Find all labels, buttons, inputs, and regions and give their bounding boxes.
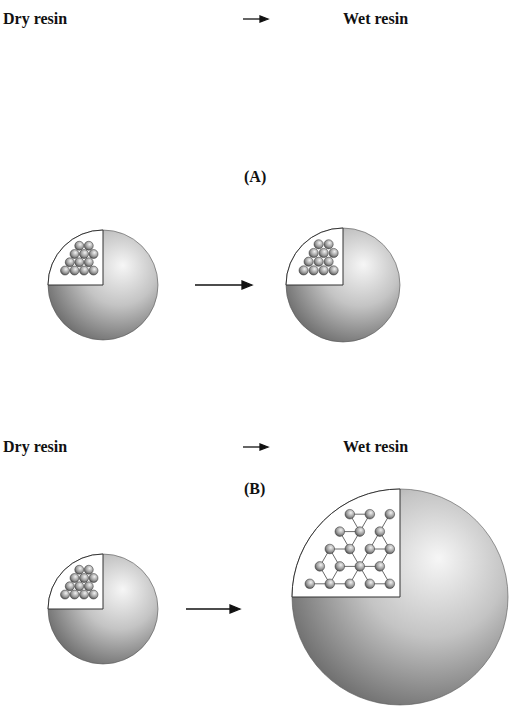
resin-bead xyxy=(292,489,508,705)
caption-label: Wet resin xyxy=(343,438,408,456)
reaction-arrow xyxy=(186,16,268,613)
caption-label: (B) xyxy=(244,480,265,498)
caption-label: Dry resin xyxy=(3,438,67,456)
caption-label: Dry resin xyxy=(3,10,67,28)
resin-bead xyxy=(48,554,158,664)
caption-label: Wet resin xyxy=(343,10,408,28)
caption-label: (A) xyxy=(244,168,266,186)
resin-bead xyxy=(286,228,400,342)
resin-bead xyxy=(48,230,158,340)
